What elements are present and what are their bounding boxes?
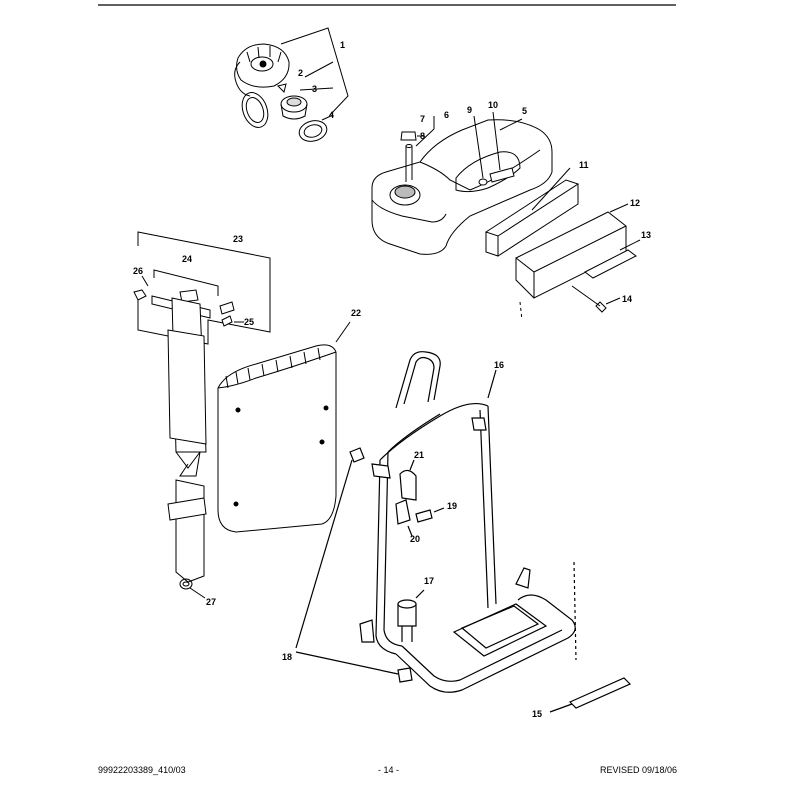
rubber-strip <box>584 249 637 279</box>
page-number: - 14 - <box>378 765 400 775</box>
callout-21: 21 <box>414 450 424 460</box>
callout-11: 11 <box>579 160 589 170</box>
callout-9: 9 <box>467 105 472 115</box>
tank-bracket <box>484 167 580 257</box>
document-number: 99922203389_410/03 <box>98 765 186 775</box>
callout-5: 5 <box>522 106 527 116</box>
callout-3: 3 <box>312 84 317 94</box>
backpack-frame <box>295 351 632 713</box>
callout-15: 15 <box>532 709 542 719</box>
callout-20: 20 <box>410 534 420 544</box>
tank-pad <box>515 203 629 299</box>
callout-8: 8 <box>420 131 425 141</box>
callout-26: 26 <box>133 266 143 276</box>
callout-18: 18 <box>282 652 292 662</box>
callout-22: 22 <box>351 308 361 318</box>
callout-17: 17 <box>424 576 434 586</box>
fuel-cap-assembly <box>234 27 349 142</box>
strap-assembly <box>133 231 271 599</box>
callout-6: 6 <box>444 110 449 120</box>
callout-2: 2 <box>298 68 303 78</box>
back-pad <box>217 321 351 533</box>
callout-7: 7 <box>420 114 425 124</box>
callout-10: 10 <box>488 100 498 110</box>
callout-14: 14 <box>622 294 632 304</box>
callout-19: 19 <box>447 501 457 511</box>
callout-23: 23 <box>233 234 243 244</box>
callout-25: 25 <box>244 317 254 327</box>
callout-1: 1 <box>340 40 345 50</box>
revision-date: REVISED 09/18/06 <box>600 765 678 775</box>
callout-4: 4 <box>329 110 334 120</box>
callout-24: 24 <box>182 254 192 264</box>
callout-16: 16 <box>494 360 504 370</box>
fuel-tank <box>371 111 553 255</box>
bolt-14 <box>519 285 621 321</box>
callout-12: 12 <box>630 198 640 208</box>
callout-13: 13 <box>641 230 651 240</box>
callout-27: 27 <box>206 597 216 607</box>
